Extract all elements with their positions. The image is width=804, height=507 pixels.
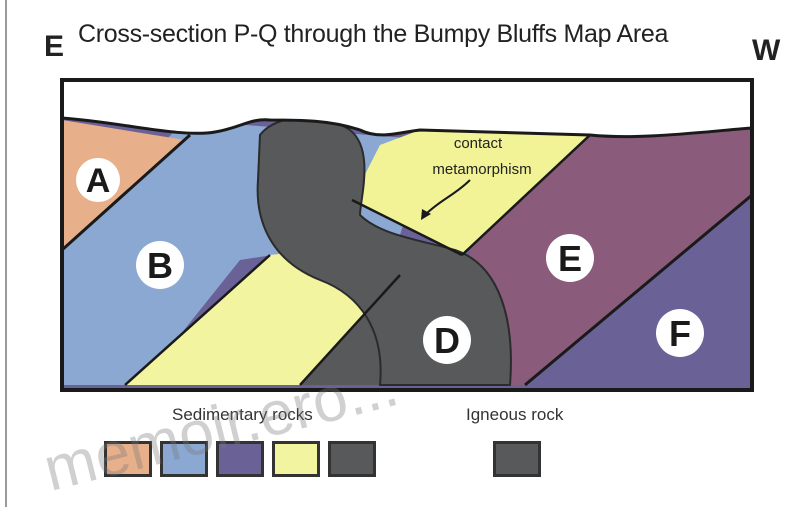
unit-label-f: F <box>656 309 704 357</box>
legend-swatch-blue <box>160 441 208 477</box>
svg-text:A: A <box>86 162 111 200</box>
unit-label-b: B <box>136 241 184 289</box>
annotation-label-line1: contact <box>454 135 503 152</box>
unit-label-a: A <box>76 158 120 202</box>
legend-swatch-yellow <box>272 441 320 477</box>
annotation-label-line2: metamorphism <box>432 161 531 178</box>
svg-text:D: D <box>434 320 460 361</box>
svg-text:F: F <box>669 313 691 354</box>
svg-text:B: B <box>147 245 173 286</box>
unit-label-e: E <box>546 234 594 282</box>
legend-swatch-peach <box>104 441 152 477</box>
legend-igneous-label: Igneous rock <box>466 405 563 425</box>
sky <box>62 80 752 137</box>
unit-label-d: D <box>423 316 471 364</box>
svg-text:E: E <box>558 238 582 279</box>
legend-swatch-purple <box>216 441 264 477</box>
legend-swatch-igneous <box>493 441 541 477</box>
legend-swatch-dark-gray <box>328 441 376 477</box>
legend-sedimentary-label: Sedimentary rocks <box>172 405 313 425</box>
